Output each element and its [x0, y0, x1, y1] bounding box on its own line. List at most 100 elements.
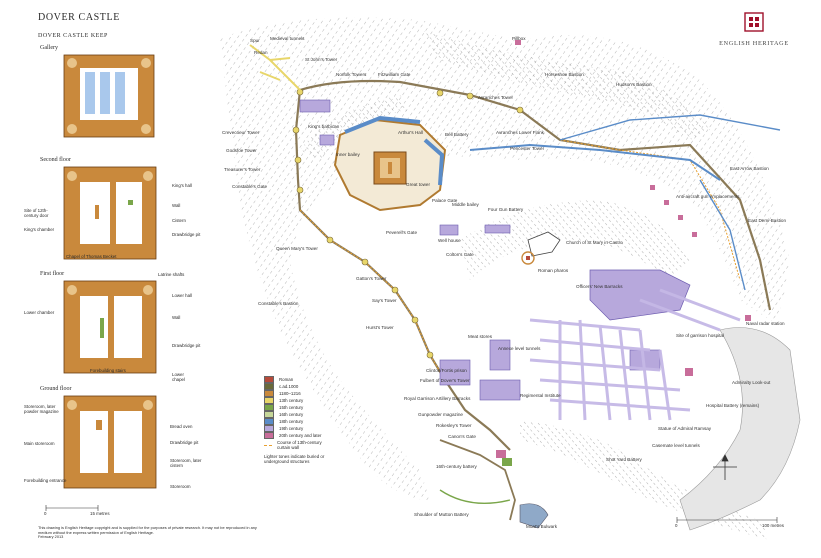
- legend-swatch: [264, 390, 274, 397]
- map-label-regimental-institute: Regimental Institute: [520, 393, 561, 398]
- map-label-four-gun-battery: Four Gun Battery: [488, 207, 524, 212]
- legend-item: 15th century: [264, 404, 344, 411]
- map-label-shot-yard-battery: Shot Yard Battery: [606, 457, 642, 462]
- plan-label: Drawbridge pit: [170, 440, 199, 445]
- plan-label: Wall: [172, 203, 181, 208]
- lower-defences: [439, 439, 549, 529]
- legend-label: c.ad.1000: [279, 384, 299, 389]
- legend-course-item: Course of 13th-century curtain wall: [264, 439, 344, 450]
- map-label-palace-gate: Palace Gate: [432, 198, 458, 203]
- plan-label: King's hall: [172, 183, 192, 188]
- medieval-tunnels-drawing: [249, 44, 301, 91]
- plan-label: Cistern: [172, 218, 186, 223]
- legend-item: 19th century: [264, 425, 344, 432]
- map-label-canon-s-gate: Canon's Gate: [448, 434, 476, 439]
- tunnel-network: [529, 288, 741, 421]
- map-label-east-demi-bastion: East Demi-Bastion: [748, 218, 787, 223]
- floor-label-second: Second floor: [40, 157, 71, 163]
- course-line-icon: [264, 444, 272, 446]
- plan-label: Drawbridge pit: [172, 232, 201, 237]
- plan-label: Lower hall: [172, 293, 193, 298]
- legend-item: Roman: [264, 376, 344, 383]
- map-label-hospital-battery-remains: Hospital Battery (remains): [706, 403, 760, 408]
- map-label-king-s-barbican: King's barbican: [308, 124, 340, 129]
- legend-note: Lighter tones indicate buried or undergr…: [264, 454, 325, 464]
- plan-gallery: [63, 54, 155, 138]
- map-label-constable-s-gate: Constable's Gate: [232, 184, 268, 189]
- map-label-admiralty-look-out: Admiralty Look-out: [732, 380, 771, 385]
- twentieth-century-features: [496, 40, 751, 466]
- map-label-fulbert-of-dover-s-tower: Fulbert of Dover's Tower: [420, 378, 470, 383]
- map-label-inner-bailey: Inner bailey: [336, 152, 360, 157]
- legend-item: 20th century and later: [264, 432, 344, 439]
- plan-label: Chapel of Thomas Becket: [66, 254, 117, 259]
- page-title: Dover Castle: [38, 12, 120, 23]
- map-label-st-john-s-tower: St John's Tower: [305, 57, 338, 62]
- map-label-royal-garrison-artillery-barracks: Royal Garrison Artillery Barracks: [404, 396, 471, 401]
- plan-label: Lower chapel: [172, 372, 185, 382]
- plan-label: Lower chamber: [24, 310, 55, 315]
- plan-scale-bar: [45, 505, 99, 511]
- floor-label-ground: Ground floor: [40, 386, 72, 392]
- legend-swatch: [264, 376, 274, 383]
- legend-item: 13th century: [264, 397, 344, 404]
- english-heritage-logo: English Heritage: [707, 12, 801, 47]
- map-label-shoulder-of-mutton-battery: Shoulder of Mutton Battery: [414, 512, 469, 517]
- map-label-treasurer-s-tower: Treasurer's Tower: [224, 167, 261, 172]
- map-label-redan: Redan: [254, 50, 268, 55]
- map-label-annexe-level-tunnels: Annexe level tunnels: [498, 346, 541, 351]
- map-label-queen-mary-s-tower: Queen Mary's Tower: [276, 246, 318, 251]
- curtain-towers: [292, 88, 524, 359]
- map-label-avranches-lower-flank: Avranches Lower Flank: [496, 130, 544, 135]
- barracks: [299, 99, 691, 401]
- legend-swatch: [264, 383, 274, 390]
- plan-label: Site of 12th-century door: [24, 208, 49, 218]
- map-label-crevecoeur-tower: Crevecoeur Tower: [222, 130, 260, 135]
- map-label-well-house: Well house: [438, 238, 461, 243]
- map-label-say-s-tower: Say's Tower: [372, 298, 397, 303]
- map-label-norfolk-towers: Norfolk Towers: [336, 72, 367, 77]
- map-label-colton-s-gate: Colton's Gate: [446, 252, 474, 257]
- map-label-horseshoe-bastion: Horseshoe Bastion: [545, 72, 584, 77]
- map-scale-bar: [676, 517, 778, 523]
- map-label-gunpowder-magazine: Gunpowder magazine: [418, 412, 463, 417]
- legend-label: 16th century: [279, 412, 304, 417]
- legend-label: 18th century: [279, 419, 304, 424]
- keep-floor-plans: [45, 54, 157, 511]
- legend-swatch: [264, 432, 274, 439]
- legend-label: 1180–1216: [279, 391, 301, 396]
- map-label-casemate-level-tunnels: Casemate level tunnels: [652, 443, 700, 448]
- map-label-bell-battery: Bell Battery: [445, 132, 469, 137]
- northeast-defences: [469, 114, 781, 291]
- legend-swatch: [264, 425, 274, 432]
- map-label-east-arrow-bastion: East Arrow Bastion: [730, 166, 769, 171]
- map-scale-zero: 0: [675, 523, 678, 528]
- map-label-hurst-s-tower: Hurst's Tower: [366, 325, 394, 330]
- plan-label: Storeroom, later cistern: [170, 458, 202, 468]
- plan-first-floor: [63, 280, 157, 374]
- map-label-rokesley-s-tower: Rokesley's Tower: [436, 423, 472, 428]
- legend-item: 16th century: [264, 411, 344, 418]
- cliff-edge: [679, 327, 801, 531]
- drawing-date: February 2013: [38, 534, 64, 540]
- map-label-constable-s-bastion: Constable's Bastion: [258, 301, 299, 306]
- legend-label: 19th century: [279, 426, 304, 431]
- map-label-site-of-garrison-hospital: Site of garrison hospital: [676, 333, 725, 338]
- legend-label: 15th century: [279, 405, 304, 410]
- north-arrow: [713, 454, 737, 480]
- map-label-arthur-s-hall: Arthur's Hall: [398, 130, 423, 135]
- map-label-pillbox: Pillbox: [512, 36, 526, 41]
- legend-swatch: [264, 404, 274, 411]
- plan-label: Storeroom, later powder magazine: [24, 404, 59, 414]
- map-label-middle-bailey: Middle bailey: [452, 202, 479, 207]
- plan-label: Main storeroom: [24, 441, 55, 446]
- plan-label: Storeroom: [170, 484, 191, 489]
- legend-label: 13th century: [279, 398, 304, 403]
- map-label-anti-aircraft-gun-emplacements: Anti-aircraft gun emplacements: [676, 194, 740, 199]
- keep-subtitle: Dover Castle Keep: [38, 33, 108, 39]
- plan-label: Drawbridge pit: [172, 343, 201, 348]
- plan-label: Wall: [172, 315, 181, 320]
